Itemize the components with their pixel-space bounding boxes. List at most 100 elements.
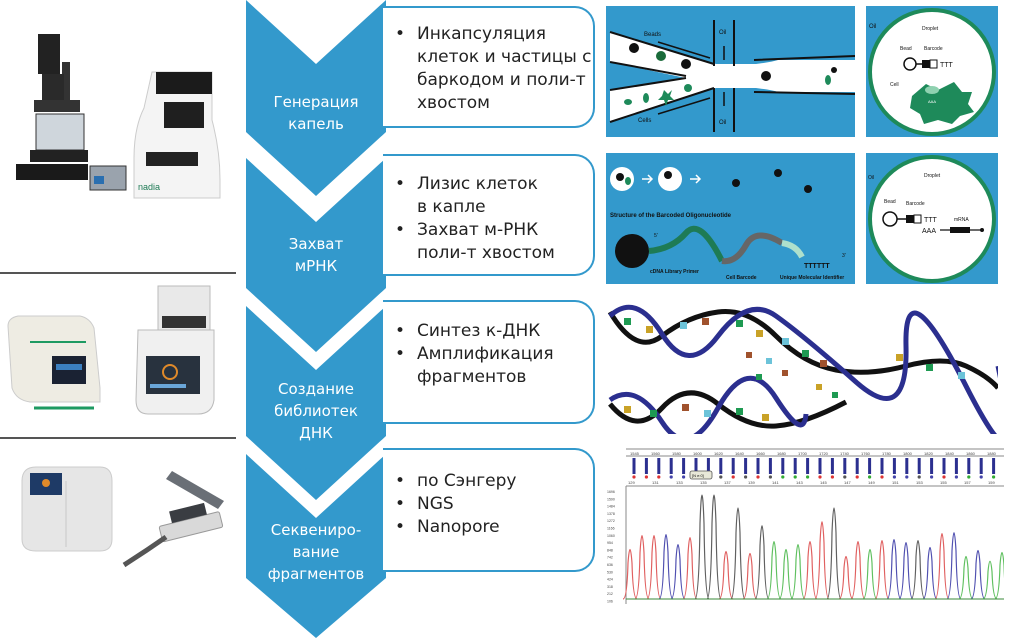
trace-peak (970, 549, 986, 600)
trace-peak (646, 535, 662, 600)
photo-pcr-thermocyclers (0, 276, 236, 434)
chevron-flow (246, 0, 386, 638)
base-call-dot (768, 475, 772, 479)
svg-text:TTTTTT: TTTTTT (804, 263, 830, 270)
top-tick-label: 1800 (903, 451, 913, 456)
trace-peak (922, 546, 938, 600)
base-call-dot (917, 475, 921, 479)
stage-1-label: Генерация капель (273, 93, 359, 133)
top-tick-label: 1820 (924, 451, 934, 456)
base-call-bar (942, 458, 946, 474)
trace-peak (634, 535, 650, 600)
base-call-dot (756, 475, 760, 479)
top-tick-label: 1860 (966, 451, 976, 456)
trace-peak (742, 552, 758, 600)
oil-label: Oil (719, 30, 726, 36)
panel-microfluidic-junction: Beads Cells Oil Oil (606, 6, 855, 137)
y-tick-label: 1166 (607, 527, 615, 531)
bullet-item: Амплификация фрагментов (395, 343, 593, 389)
svg-text:Barcode: Barcode (906, 201, 925, 207)
base-call-dot (868, 475, 872, 479)
bottom-tick-label: 153 (916, 480, 923, 485)
base-call-bar (892, 458, 896, 474)
trace-peak (850, 540, 866, 600)
base-call-dot (979, 475, 983, 479)
trace-peak (898, 541, 914, 600)
base-call-dot (669, 475, 673, 479)
top-tick-label: 1620 (714, 451, 724, 456)
cells-label: Cells (638, 118, 651, 124)
trace-peak (694, 494, 710, 600)
y-tick-label: 106 (607, 600, 613, 604)
y-tick-label: 742 (607, 556, 613, 560)
top-tick-label: 1640 (735, 451, 745, 456)
bottom-tick-label: 155 (940, 480, 947, 485)
bottom-tick-label: 139 (748, 480, 755, 485)
base-call-bar (954, 458, 958, 474)
bullet-item: Лизис клеток в капле (395, 173, 593, 219)
svg-text:Barcode: Barcode (924, 46, 943, 52)
base-call-dot (632, 475, 636, 479)
y-tick-label: 424 (607, 578, 613, 582)
base-call-dot (657, 475, 661, 479)
y-tick-label: 530 (607, 570, 613, 574)
trace-peak (622, 548, 638, 600)
top-tick-label: 1880 (987, 451, 997, 456)
svg-text:Droplet: Droplet (922, 26, 939, 32)
svg-text:mRNA: mRNA (954, 217, 969, 223)
y-tick-label: 1060 (607, 534, 615, 538)
svg-text:Oil: Oil (868, 175, 874, 181)
chevron-stage-2 (246, 158, 386, 352)
trace-peak (706, 494, 722, 600)
y-tick-label: 1378 (607, 512, 615, 516)
bottom-tick-label: 131 (652, 480, 659, 485)
base-call-bar (930, 458, 934, 474)
base-call-dot (942, 475, 946, 479)
trace-peak (802, 540, 818, 600)
base-call-dot (967, 475, 971, 479)
base-call-bar (793, 458, 797, 474)
trace-peak (958, 555, 974, 600)
base-call-bar (644, 458, 648, 474)
trace-peak (826, 507, 842, 600)
base-call-bar (706, 458, 710, 474)
base-call-dot (843, 475, 847, 479)
photo-droplet-instruments: nadia (0, 0, 236, 270)
base-call-dot (644, 475, 648, 479)
oil-label: Oil (719, 120, 726, 126)
base-call-dot (793, 475, 797, 479)
base-call-bar (682, 458, 686, 474)
trace-peak (778, 548, 794, 600)
base-call-dot (992, 475, 996, 479)
bullet-item: Захват м-РНК поли-т хвостом (395, 219, 593, 265)
y-tick-label: 848 (607, 548, 613, 552)
base-call-dot (905, 475, 909, 479)
bottom-tick-label: 147 (844, 480, 851, 485)
photo-divider (0, 272, 236, 274)
trace-peak (994, 551, 1004, 600)
bottom-tick-label: 157 (964, 480, 971, 485)
base-call-bar (979, 458, 983, 474)
bottom-tick-label: 129 (628, 480, 635, 485)
svg-text:5': 5' (654, 233, 658, 239)
base-call-bar (917, 458, 921, 474)
base-call-dot (830, 475, 834, 479)
top-tick-label: 1680 (777, 451, 787, 456)
bullet-item: по Сэнгеру (395, 470, 593, 493)
beads-label: Beads (644, 32, 661, 38)
svg-text:Unique Molecular Identifier: Unique Molecular Identifier (780, 275, 844, 281)
top-tick-label: 1660 (756, 451, 766, 456)
svg-text:Droplet: Droplet (924, 173, 941, 179)
bottom-tick-label: 133 (676, 480, 683, 485)
top-tick-label: 1740 (840, 451, 850, 456)
y-tick-label: 318 (607, 585, 613, 589)
trace-peak (838, 555, 854, 600)
base-call-dot (818, 475, 822, 479)
top-tick-label: 1545 (630, 451, 640, 456)
stage-1-box: Инкапсуляция клеток и частицы с баркодом… (383, 6, 595, 128)
chevron-stage-3 (246, 306, 386, 500)
trace-peak (754, 525, 770, 600)
base-call-bar (781, 458, 785, 474)
svg-text:AAA: AAA (928, 99, 936, 104)
base-call-bar (843, 458, 847, 474)
